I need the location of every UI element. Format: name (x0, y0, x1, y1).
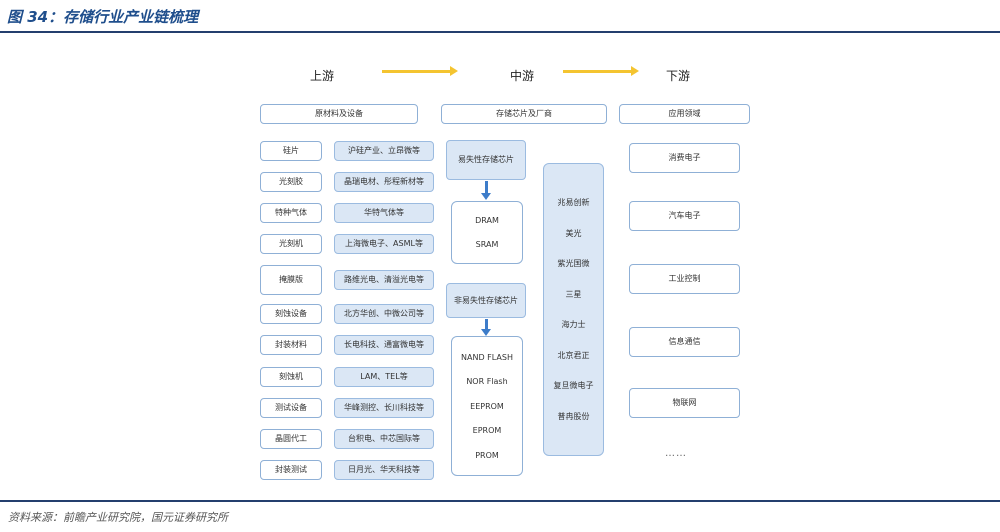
nonvolatile-down-arrow (485, 319, 488, 329)
nonvolatile-memory-item: EPROM (472, 426, 502, 435)
upstream-companies: 日月光、华天科技等 (334, 460, 434, 480)
upstream-category: 晶圆代工 (260, 429, 322, 449)
stage-downstream: 下游 (665, 69, 690, 83)
arrow-up-to-mid (382, 70, 450, 73)
upstream-category: 刻蚀设备 (260, 304, 322, 324)
header-midstream: 存储芯片及厂商 (441, 104, 607, 124)
arrow-up-to-mid-head (450, 66, 458, 76)
downstream-item: 物联网 (629, 388, 740, 418)
upstream-companies: LAM、TEL等 (334, 367, 434, 387)
upstream-companies: 上海微电子、ASML等 (334, 234, 434, 254)
upstream-companies: 北方华创、中微公司等 (334, 304, 434, 324)
volatile-memory-title: 易失性存储芯片 (446, 140, 526, 180)
stage-upstream: 上游 (309, 69, 334, 83)
manufacturer-item: 北京君正 (557, 350, 590, 360)
nonvolatile-memory-title: 非易失性存储芯片 (446, 283, 526, 318)
upstream-companies: 长电科技、通富微电等 (334, 335, 434, 355)
downstream-item: 信息通信 (629, 327, 740, 357)
nonvolatile-down-arrow-head (481, 329, 491, 336)
volatile-down-arrow-head (481, 193, 491, 200)
arrow-mid-to-down (563, 70, 631, 73)
upstream-category: 光刻胶 (260, 172, 322, 192)
source-note: 资料来源：前瞻产业研究院，国元证券研究所 (8, 511, 228, 524)
manufacturer-item: 美光 (565, 228, 582, 238)
header-downstream: 应用领域 (619, 104, 750, 124)
memory-manufacturers-list: 兆易创新 美光 紫光国微 三星 海力士 北京君正 复旦微电子 普冉股份 (543, 163, 604, 456)
nonvolatile-memory-item: PROM (475, 450, 499, 460)
upstream-category: 特种气体 (260, 203, 322, 223)
upstream-companies: 华特气体等 (334, 203, 434, 223)
upstream-category: 光刻机 (260, 234, 322, 254)
upstream-companies: 台积电、中芯国际等 (334, 429, 434, 449)
downstream-item: 消费电子 (629, 143, 740, 173)
downstream-item: 汽车电子 (629, 201, 740, 231)
upstream-category: 硅片 (260, 141, 322, 161)
manufacturer-item: 普冉股份 (557, 411, 590, 421)
volatile-memory-list: DRAM SRAM (451, 201, 523, 264)
upstream-companies: 路维光电、清溢光电等 (334, 270, 434, 290)
header-upstream: 原材料及设备 (260, 104, 418, 124)
volatile-down-arrow (485, 181, 488, 193)
manufacturer-item: 复旦微电子 (553, 381, 594, 391)
downstream-item: 工业控制 (629, 264, 740, 294)
bottom-rule (0, 500, 1000, 502)
upstream-companies: 沪硅产业、立昂微等 (334, 141, 434, 161)
upstream-category: 测试设备 (260, 398, 322, 418)
manufacturer-item: 三星 (565, 289, 582, 299)
volatile-memory-item: SRAM (475, 239, 499, 249)
manufacturer-item: 紫光国微 (557, 259, 590, 269)
manufacturer-item: 兆易创新 (557, 198, 590, 208)
nonvolatile-memory-item: NAND FLASH (461, 352, 513, 362)
arrow-mid-to-down-head (631, 66, 639, 76)
top-rule (0, 31, 1000, 33)
upstream-companies: 晶瑞电材、彤程新材等 (334, 172, 434, 192)
stage-midstream: 中游 (509, 69, 534, 83)
upstream-category: 掩膜版 (260, 265, 322, 295)
nonvolatile-memory-list: NAND FLASH NOR Flash EEPROM EPROM PROM (451, 336, 523, 476)
nonvolatile-memory-item: EEPROM (470, 401, 504, 411)
upstream-category: 封装材料 (260, 335, 322, 355)
manufacturer-item: 海力士 (561, 320, 586, 330)
volatile-memory-item: DRAM (475, 216, 499, 226)
upstream-companies: 华峰测控、长川科技等 (334, 398, 434, 418)
downstream-more: …… (665, 448, 687, 459)
nonvolatile-memory-item: NOR Flash (466, 377, 508, 386)
figure-title: 图 34：存储行业产业链梳理 (7, 8, 199, 26)
upstream-category: 封装测试 (260, 460, 322, 480)
upstream-category: 刻蚀机 (260, 367, 322, 387)
